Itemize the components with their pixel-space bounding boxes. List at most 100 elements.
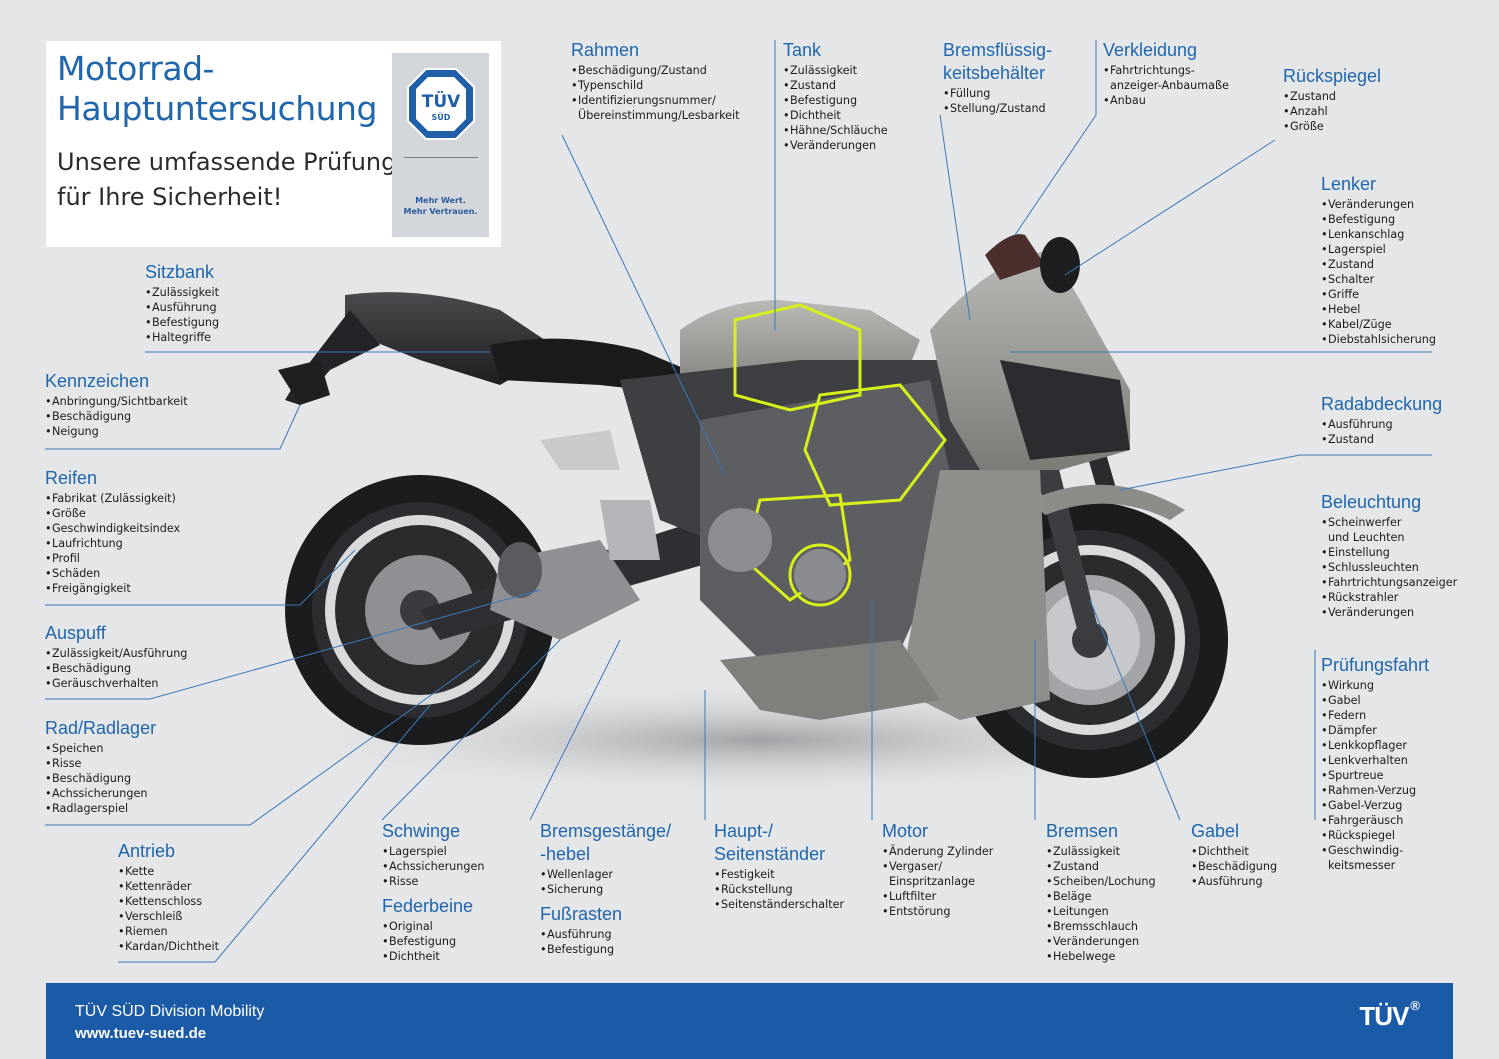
bullet-icon: • [45,647,52,660]
checklist-item: •Leitungen [1046,904,1156,919]
checklist-item-text: Zulässigkeit [152,286,220,299]
checklist-item: •Kardan/Dichtheit [118,939,219,954]
checklist-item: •Original [382,919,473,934]
checklist-item: •Beschädigung/Zustand [571,63,740,78]
checklist: •Fabrikat (Zulässigkeit)•Größe•Geschwind… [45,491,180,596]
bullet-icon: • [1046,935,1053,948]
checklist-item: •Speichen [45,741,156,756]
callout-haupt-seitenstaender: Haupt-/Seitenständer•Festigkeit•Rückstel… [714,820,844,912]
bullet-icon: • [1191,875,1198,888]
checklist-item: •Kabel/Züge [1321,317,1436,332]
callout-lenker: Lenker •Veränderungen•Befestigung•Lenkans… [1321,173,1436,347]
checklist-item: •Veränderungen [1321,605,1457,620]
checklist-item: •Scheiben/Lochung [1046,874,1156,889]
checklist-item: •Laufrichtung [45,536,180,551]
bullet-icon: • [1046,920,1053,933]
bullet-icon: • [1046,875,1053,888]
checklist-item-text: Bremsschlauch [1053,920,1139,933]
checklist-item-text: Veränderungen [1328,606,1415,619]
checklist-item-text: Scheiben/Lochung [1053,875,1156,888]
bullet-icon: • [1321,739,1328,752]
callout-title: Rückspiegel [1283,65,1381,88]
bullet-icon: • [45,410,52,423]
checklist-item-text: Zulässigkeit [790,64,858,77]
bullet-icon: • [1046,890,1053,903]
checklist-item-text: Anbau [1110,94,1146,107]
bullet-icon: • [45,802,52,815]
checklist: •Fahrtrichtungs-anzeiger-Anbaumaße•Anbau [1103,63,1229,108]
checklist: •Veränderungen•Befestigung•Lenkanschlag•… [1321,197,1436,347]
checklist-item: •Zustand [1321,257,1436,272]
checklist-item: •Entstörung [882,904,993,919]
checklist-item-text: Wirkung [1328,679,1374,692]
callout-title: Verkleidung [1103,39,1229,62]
callout-pruefungsfahrt: Prüfungsfahrt•Wirkung•Gabel•Federn•Dämpf… [1321,654,1429,873]
bullet-icon: • [1321,333,1328,346]
callout-title: Rahmen [571,39,740,62]
bullet-icon: • [45,662,52,675]
callout-title-line: Radabdeckung [1321,394,1443,414]
subtitle-line-2: für Ihre Sicherheit! [57,183,283,211]
checklist-item-text: Kabel/Züge [1328,318,1392,331]
callout-title-line: Rahmen [571,40,640,60]
callout-title: Bremsflüssig-keitsbehälter [943,39,1052,85]
checklist-item: •Griffe [1321,287,1436,302]
bullet-icon: • [1321,198,1328,211]
callout-bremsfluessigkeitsbehaelter: Bremsflüssig-keitsbehälter•Füllung•Stell… [943,39,1052,116]
checklist-item: •Luftfilter [882,889,993,904]
bullet-icon: • [45,425,52,438]
page-subtitle: Unsere umfassende Prüfung für Ihre Siche… [57,145,396,215]
bullet-icon: • [882,905,889,918]
bullet-icon: • [540,868,547,881]
footer-bar: TÜV SÜD Division Mobility www.tuev-sued.… [46,983,1453,1059]
checklist-item-text: Dämpfer [1328,724,1377,737]
bullet-icon: • [1321,213,1328,226]
checklist-item-text: Einstellung [1328,546,1390,559]
bullet-icon: • [1321,516,1328,529]
bullet-icon: • [783,109,790,122]
callout-title-line: Gabel [1191,821,1240,841]
checklist-item: •Lenkverhalten [1321,753,1429,768]
bullet-icon: • [382,935,389,948]
checklist-item-text: Kette [125,865,155,878]
callout-motor: Motor•Änderung Zylinder•Vergaser/Einspri… [882,820,993,919]
bullet-icon: • [1283,120,1290,133]
checklist-item: •Veränderungen [1321,197,1436,212]
checklist-item: •Profil [45,551,180,566]
bullet-icon: • [45,552,52,565]
bullet-icon: • [1321,576,1328,589]
bullet-icon: • [1321,273,1328,286]
checklist-item-text: Zustand [1053,860,1100,873]
callout-title-line: Auspuff [45,623,106,643]
checklist-item: •Beschädigung [45,661,187,676]
callout-title: Federbeine [382,895,473,918]
bullet-icon: • [1283,105,1290,118]
checklist-item-text: Beschädigung [52,662,132,675]
checklist-item: •Befestigung [382,934,473,949]
callout-title: Tank [783,39,888,62]
bullet-icon: • [540,883,547,896]
checklist-item: •Seitenständerschalter [714,897,844,912]
checklist-item-text: Hebel [1328,303,1361,316]
callout-title-line: Seitenständer [714,844,826,864]
callout-title-line: Beleuchtung [1321,492,1422,512]
checklist-item-text: Ausführung [1328,418,1393,431]
checklist-item-text: Sicherung [547,883,604,896]
checklist-item-text: Veränderungen [1328,198,1415,211]
bullet-icon: • [1321,546,1328,559]
callout-title-line: Tank [783,40,822,60]
footer-website-link[interactable]: www.tuev-sued.de [75,1025,207,1042]
callout-tank: Tank•Zulässigkeit•Zustand•Befestigung•Di… [783,39,888,153]
checklist-item-text: Geräuschverhalten [52,677,159,690]
checklist-item-text: Lagerspiel [1328,243,1386,256]
checklist-item: •Änderung Zylinder [882,844,993,859]
callout-title-line: Lenker [1321,174,1377,194]
checklist-item-text: Beschädigung [1198,860,1278,873]
bullet-icon: • [45,492,52,505]
checklist: •Original•Befestigung•Dichtheit [382,919,473,964]
checklist-item-text: Stellung/Zustand [950,102,1046,115]
bullet-icon: • [1283,90,1290,103]
checklist-item: •Zustand [1283,89,1381,104]
